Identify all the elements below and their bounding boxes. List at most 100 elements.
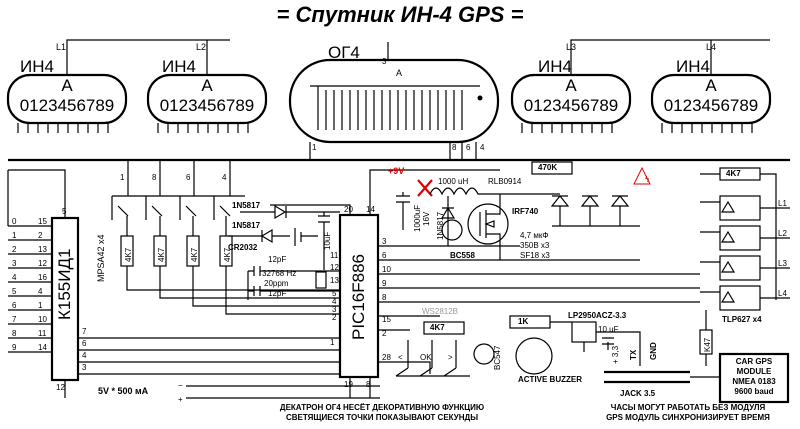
mcu-pin-k: 6 [382,251,387,260]
dec-out-3: 3 [12,259,17,268]
r-4k7-buzzer [423,321,465,335]
og4-envelope [288,58,500,144]
og4-name: ОГ4 [328,43,360,62]
tube-name: ИН4 [676,57,710,76]
c10b-label: 10 uF [598,325,619,334]
note-right-2: GPS МОДУЛЬ СИНХРОНИЗИРУЕТ ВРЕМЯ [606,413,770,422]
og4-pin-1: 1 [312,143,317,152]
dec-pin-c: 13 [38,245,47,254]
hv-boost: +9V 1000 uH RLB0914 1000uF 16V 1N5817 IR… [388,161,651,260]
opto-out-l1: L1 [778,199,787,208]
power-plus: + [178,395,183,404]
dec-out-1: 1 [12,231,17,240]
mcu-pin-j: 8 [382,293,387,302]
dec-out-4: 4 [12,273,17,282]
mcu-pin-p: 28 [382,353,391,362]
mcu-pin-20: 20 [344,205,353,214]
clock-supply: 1N5817 1N5817 CR2032 10uF 12pF 32768 Hz … [228,201,340,300]
ui-peripherals: WS2812B 4K7 1K BC547 ACTIVE BUZZER < OK … [395,307,582,384]
tube-anode: A [201,76,213,95]
r-4k7-label-2: 4K7 [157,247,166,262]
anode-pin-1: 1 [120,173,125,182]
mcu-pin-l: 3 [382,237,387,246]
c10-label: 10uF [323,232,332,250]
mosfet-symbol [467,203,509,245]
mcu-pin-g: 2 [332,313,337,322]
jack-label: JACK 3.5 [620,389,656,398]
tube-digits: 0123456789 [664,96,759,115]
r-4k7-label-4: 4K7 [223,247,232,262]
mpsa42-label: MPSA42 x4 [96,234,106,282]
dec-pin-f: 4 [38,287,43,296]
cap47-label: 4,7 мкФ [520,231,548,240]
hv-warning-bolt: ϟ [645,175,650,184]
r-4k7-opto-label: 4K7 [726,169,741,178]
tube-anode: A [705,76,717,95]
hv-warning-icon [633,166,651,185]
c12b-label: 12pF [268,289,286,298]
mcu-pin-c: 13 [330,276,339,285]
optos-label: TLP627 x4 [722,315,762,324]
tube-digits: 0123456789 [524,96,619,115]
r-4k7-label-3: 4K7 [190,247,199,262]
og4-pin-8: 8 [452,143,457,152]
mcu-pin-h: 10 [382,265,391,274]
gps-line-2: MODULE [737,367,772,376]
dec-in-7: 7 [82,327,87,336]
tube-name: ИН4 [20,57,54,76]
cap1000-symbol [396,192,410,230]
dec-in-6: 6 [82,339,87,348]
k47-label: K47 [703,337,712,352]
dekatron-og4: ОГ4 3 A 1 8 6 4 [288,42,500,152]
cap1000-label: 1000uF [413,205,422,232]
c12a-symbol [248,266,340,276]
gps-line-1: CAR GPS [736,357,773,366]
tube-line-label: L2 [196,42,206,52]
note-right-1: ЧАСЫ МОГУТ РАБОТАТЬ БЕЗ МОДУЛЯ [611,403,766,412]
sf18-label: SF18 x3 [520,251,550,260]
mcu-pin-8: 8 [366,380,371,389]
decoder-name: К155ИД1 [55,249,74,320]
dec-pin-d: 12 [38,259,47,268]
og4-cathodes [310,42,480,130]
bc558-symbol [441,219,463,241]
opto-1 [719,195,761,221]
v33-label: + 3,3 [611,345,620,364]
og4-bus-wires [309,142,477,160]
opto-out-l3: L3 [778,259,787,268]
battery-symbol [294,228,318,246]
opto-out-l2: L2 [778,229,787,238]
button-left-label: < [398,353,403,362]
power-label: 5V * 500 мА [98,386,149,396]
mcu-pin-f: 3 [332,305,337,314]
button-right-label: > [448,353,453,362]
optocouplers: 4K7 L1 L2 L3 L4 TLP627 x4 K47 [699,167,790,366]
mcu-pin-n: 15 [382,315,391,324]
anode-driver-array: MPSA42 x4 1 8 6 4 4K7 4K7 4K7 4K7 [96,160,340,315]
og4-pin-4: 4 [480,143,485,152]
inductor-symbol [429,187,560,196]
dec-out-5: 5 [12,287,17,296]
anode-pin-6: 6 [186,173,191,182]
opto-out-l4: L4 [778,289,787,298]
opto-4 [719,285,761,311]
dec-pin-12: 12 [56,383,65,392]
gps-line-3: NMEA 0183 [732,377,776,386]
inductor-value: 1000 uH [438,177,468,186]
crystal-label: 32768 Hz [262,269,296,278]
mcu-pin-i: 9 [382,279,387,288]
jack-plug [604,370,690,384]
r1k-symbol [509,315,551,329]
anode-pin-8: 8 [152,173,157,182]
d2-label: 1N5817 [232,221,261,230]
dec-out-8: 8 [12,329,17,338]
og4-anode: A [396,68,402,78]
dec-pin-g: 1 [38,301,43,310]
r-4k7-label-1: 4K7 [124,247,133,262]
dec-pin-b: 2 [38,231,43,240]
dec-in-3: 3 [82,363,87,372]
power-input: 5V * 500 мА − + [98,381,380,404]
mcu-pin-19: 19 [344,380,353,389]
mcu-pic16f886: PIC16F886 20 14 11 12 13 5 4 3 2 10 9 8 … [270,169,700,398]
